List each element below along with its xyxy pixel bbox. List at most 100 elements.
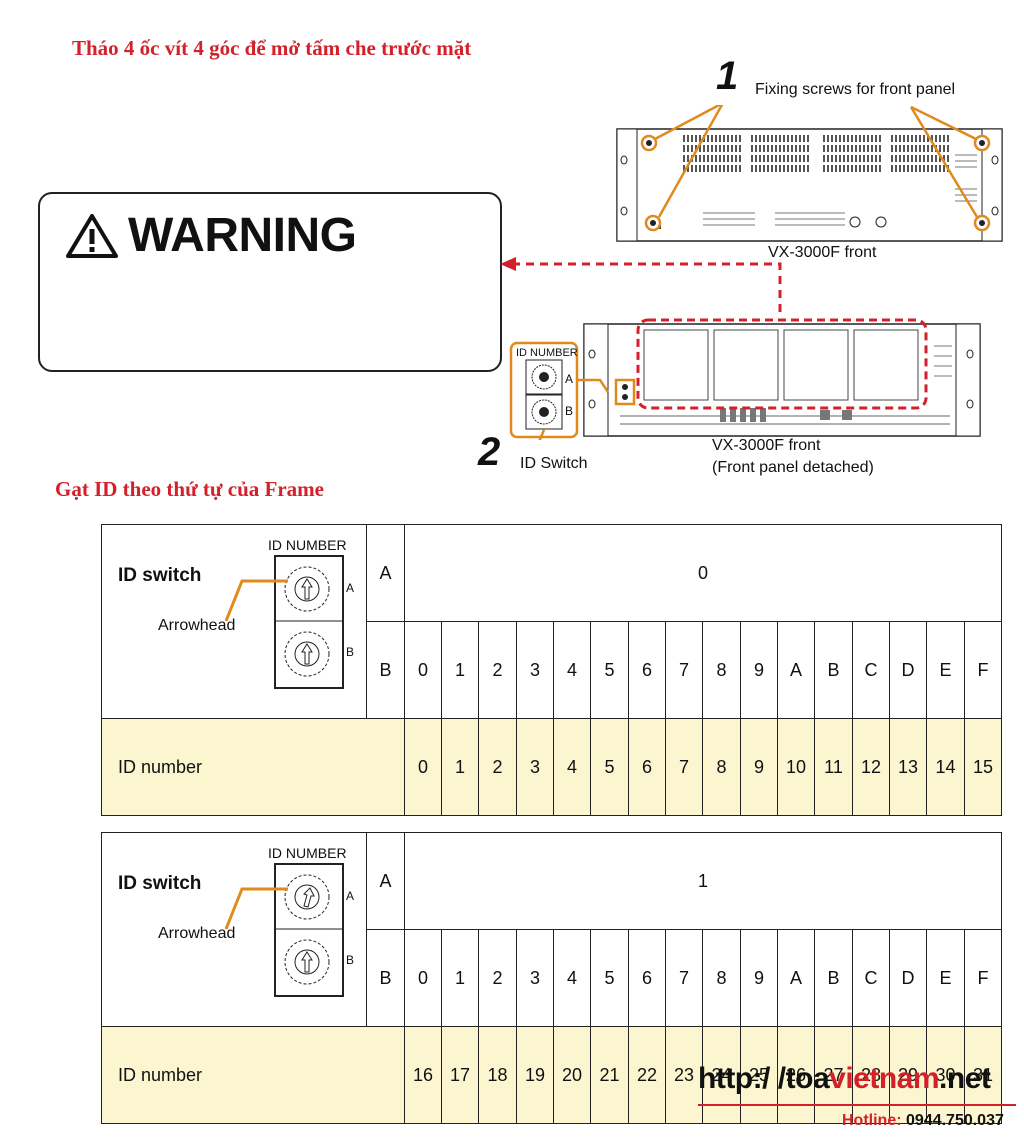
row-b-label: B (366, 621, 405, 719)
id-cell: 11 (814, 718, 853, 816)
id-cell: 6 (628, 718, 666, 816)
b-cell: E (926, 929, 965, 1027)
b-cell: 9 (740, 929, 778, 1027)
hotline-number: 0944.750.037 (906, 1112, 1004, 1129)
b-cell: 1 (441, 621, 479, 719)
b-cell: 2 (478, 929, 517, 1027)
id-cell: 19 (516, 1026, 554, 1124)
id-switch-inset (509, 341, 610, 440)
b-cell: 4 (553, 621, 591, 719)
front-panel-drawing (616, 105, 1003, 242)
id-cell: 8 (702, 718, 741, 816)
id-switch-label: ID switch (118, 873, 202, 894)
id-cell: 25 (740, 1026, 778, 1124)
id-cell: 7 (665, 718, 703, 816)
b-cell: 6 (628, 929, 666, 1027)
id-number-caption: ID NUMBER (268, 537, 347, 553)
b-cell: C (852, 929, 890, 1027)
id-cell: 16 (404, 1026, 442, 1124)
warning-box: WARNING (38, 192, 502, 372)
watermark-vietnam: vietnam (829, 1062, 940, 1095)
b-cell: B (814, 621, 853, 719)
id-cell: 15 (964, 718, 1002, 816)
inset-id-number: ID NUMBER (516, 347, 578, 359)
id-cell: 20 (553, 1026, 591, 1124)
b-cell: A (777, 621, 815, 719)
switch-b-letter: B (345, 645, 354, 659)
id-cell: 1 (441, 718, 479, 816)
id-cell: 10 (777, 718, 815, 816)
id-number-label: ID number (101, 1026, 405, 1124)
id-cell: 21 (590, 1026, 629, 1124)
detached-label-line1: VX-3000F front (712, 437, 821, 454)
id-cell: 24 (702, 1026, 741, 1124)
rotary-switch-pair: A B (274, 863, 354, 997)
id-cell: 3 (516, 718, 554, 816)
watermark-underline (698, 1104, 1016, 1106)
watermark-url: http:/ /toavietnam.net (698, 1062, 991, 1096)
watermark-http: http:/ / (698, 1062, 786, 1095)
id-cell: 17 (441, 1026, 479, 1124)
id-number-label: ID number (101, 718, 405, 816)
b-cell: F (964, 929, 1002, 1027)
b-cell: 5 (590, 621, 629, 719)
b-cell: 7 (665, 929, 703, 1027)
id-cell: 5 (590, 718, 629, 816)
id-cell: 12 (852, 718, 890, 816)
id-table-1: ID NUMBER ID switch Arrowhead A B (101, 524, 1002, 816)
b-cell: 8 (702, 929, 741, 1027)
b-cell: D (889, 621, 927, 719)
step2-label: ID Switch (520, 455, 588, 472)
b-cell: 4 (553, 929, 591, 1027)
warning-triangle-icon (66, 213, 118, 258)
front-label: VX-3000F front (768, 244, 877, 261)
rotary-switch-pair: A B (274, 555, 354, 689)
id-cell: 14 (926, 718, 965, 816)
step2-number: 2 (478, 430, 501, 474)
b-cell: 8 (702, 621, 741, 719)
switch-a-letter: A (345, 581, 354, 595)
b-cell: 7 (665, 621, 703, 719)
b-cell: 0 (404, 621, 442, 719)
b-cell: D (889, 929, 927, 1027)
step1-number: 1 (716, 54, 739, 98)
set-id-title: Gạt ID theo thứ tự của Frame (55, 477, 324, 501)
remove-panel-title: Tháo 4 ốc vít 4 góc để mở tấm che trước … (72, 36, 472, 60)
b-cell: 3 (516, 929, 554, 1027)
watermark-toa: toa (785, 1062, 830, 1095)
id-cell: 28 (852, 1026, 890, 1124)
dashed-arrow (500, 257, 782, 312)
b-cell: 3 (516, 621, 554, 719)
id-number-caption: ID NUMBER (268, 845, 347, 861)
id-cell: 9 (740, 718, 778, 816)
id-cell: 18 (478, 1026, 517, 1124)
b-cell: 2 (478, 621, 517, 719)
id-cell: 22 (628, 1026, 666, 1124)
id-cell: 13 (889, 718, 927, 816)
row-a-label: A (366, 524, 405, 622)
detached-label-line2: (Front panel detached) (712, 459, 874, 476)
inset-b-label: B (565, 404, 574, 418)
b-cell: B (814, 929, 853, 1027)
row-a-value: 1 (404, 832, 1002, 930)
warning-heading: WARNING (66, 208, 357, 263)
id-table-2: ID NUMBER ID switch Arrowhead A B (101, 832, 1002, 1124)
switch-cell: ID NUMBER ID switch Arrowhead A B (101, 524, 367, 719)
hotline: Hotline: 0944.750.037 (842, 1112, 1004, 1130)
id-cell: 27 (814, 1026, 853, 1124)
id-cell: 23 (665, 1026, 703, 1124)
switch-b-letter: B (345, 953, 354, 967)
id-cell: 2 (478, 718, 517, 816)
b-cell: E (926, 621, 965, 719)
row-a-value: 0 (404, 524, 1002, 622)
id-cell: 30 (926, 1026, 965, 1124)
b-cell: 0 (404, 929, 442, 1027)
b-cell: 9 (740, 621, 778, 719)
row-a-label: A (366, 832, 405, 930)
id-cell: 4 (553, 718, 591, 816)
id-cell: 0 (404, 718, 442, 816)
rotary-dial-icon (276, 566, 342, 677)
b-cell: C (852, 621, 890, 719)
b-cell: 1 (441, 929, 479, 1027)
arrowhead-leader-line (224, 579, 288, 622)
